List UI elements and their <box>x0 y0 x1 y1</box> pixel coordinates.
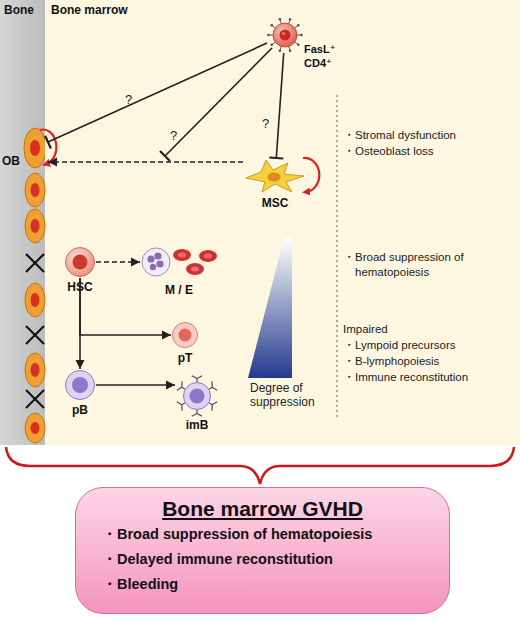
node-label: Bone marrow <box>51 3 128 17</box>
question-mark: ? <box>262 116 269 131</box>
connector-line <box>80 278 171 335</box>
pre-b-cell: pB <box>64 369 96 401</box>
node-text: ・Delayed immune reconstitution <box>76 547 449 572</box>
connector-line <box>96 384 175 386</box>
cell-drawing <box>243 158 307 194</box>
summary-box: Bone marrow GVHD・Broad suppression of he… <box>75 487 450 614</box>
annotation-text: ・Immune reconstitution <box>343 370 468 385</box>
connector <box>45 43 267 148</box>
cell-drawing <box>267 17 303 53</box>
myeloid-erythroid-cells: M / E <box>140 245 218 279</box>
connector <box>96 381 175 390</box>
cell-drawing <box>175 374 219 418</box>
annotation-text: ・Lympoid precursors <box>343 338 456 353</box>
node-label: OB <box>2 154 20 168</box>
node-label: HSC <box>67 280 92 294</box>
connector <box>269 53 283 158</box>
arrow-head <box>48 158 57 167</box>
node-label: pB <box>72 403 88 417</box>
node-label: pT <box>178 351 193 365</box>
question-mark: ? <box>170 128 177 143</box>
node-label: Bone <box>4 3 34 17</box>
connector <box>76 278 85 369</box>
arrow-head <box>76 360 85 369</box>
summary-bracket <box>6 447 514 484</box>
annotation-text: ・Stromal dysfunction <box>343 128 456 143</box>
immature-b-cell: imB <box>175 374 219 418</box>
arrow-head <box>131 258 140 267</box>
connector-line <box>276 53 283 158</box>
arrow-head <box>166 381 175 390</box>
connector <box>96 258 140 267</box>
cell-drawing <box>64 246 96 278</box>
connector-line <box>79 278 81 369</box>
node-text: ・Broad suppression of hematopoiesis <box>76 522 449 547</box>
hsc-cell: HSC <box>64 246 96 278</box>
arrow-head <box>162 331 171 340</box>
question-mark: ? <box>125 92 132 107</box>
annotation-text: Degree of suppression <box>250 381 330 409</box>
connector <box>48 158 243 167</box>
node-label: FasL⁺ CD4⁺ <box>304 42 344 70</box>
node-label: MSC <box>262 196 289 210</box>
node-label: M / E <box>165 283 193 297</box>
cell-drawing <box>140 245 218 279</box>
annotation-text: ・Osteoblast loss <box>343 144 434 159</box>
node-text: ・Bleeding <box>76 572 449 597</box>
cell-drawing <box>64 369 96 401</box>
annotation-text: ・Broad suppression of hematopoiesis <box>343 250 485 280</box>
annotation-text: Impaired <box>343 322 388 337</box>
node-label: imB <box>186 418 209 432</box>
bone-band: BoneOB <box>0 0 45 445</box>
inhibition-bar <box>269 156 283 159</box>
connector-line <box>96 261 140 263</box>
msc-cell: MSC <box>243 158 307 194</box>
connector <box>80 278 171 340</box>
pre-t-cell: pT <box>171 321 199 349</box>
inhibition-bar <box>45 136 51 149</box>
connector-line <box>48 161 243 163</box>
connector-line <box>48 43 267 142</box>
cell-drawing <box>171 321 199 349</box>
node-label: Bone marrow GVHD <box>76 495 449 522</box>
annotation-text: ・B-lymphopoiesis <box>343 354 439 369</box>
fasl-cd4-cell: FasL⁺ CD4⁺ <box>267 17 303 53</box>
